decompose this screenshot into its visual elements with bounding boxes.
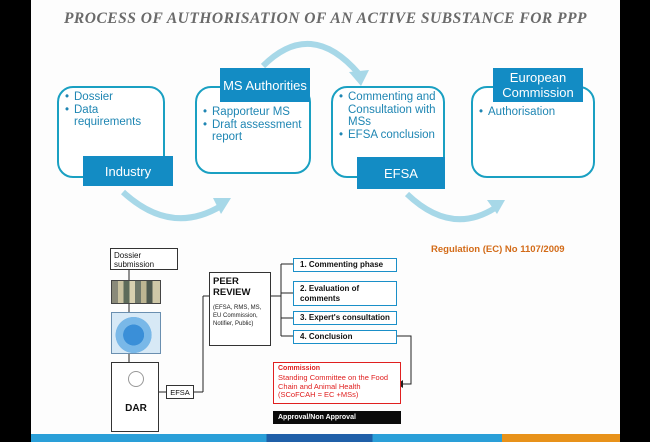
bullet-rapporteur-ms: Rapporteur MS: [203, 106, 309, 119]
slide: PROCESS OF AUTHORISATION OF AN ACTIVE SU…: [31, 0, 620, 442]
commission-body: Standing Committee on the Food Chain and…: [278, 373, 389, 399]
bullet-efsa-conclusion: EFSA conclusion: [339, 129, 443, 142]
peer-review-title: PEER REVIEW: [213, 276, 251, 298]
box-commission: Commission Standing Committee on the Foo…: [273, 362, 401, 404]
dar-emblem-icon: [128, 371, 144, 387]
slide-title: PROCESS OF AUTHORISATION OF AN ACTIVE SU…: [63, 10, 588, 27]
box-efsa: EFSA: [166, 385, 194, 399]
arc-arrowhead-efsa-ec: [487, 200, 505, 214]
label-ms-authorities: MS Authorities: [220, 68, 310, 102]
arc-arrowhead-ms-efsa: [349, 70, 369, 86]
bullet-authorisation: Authorisation: [479, 106, 593, 119]
bullet-data-requirements: Data requirements: [65, 104, 163, 129]
arc-arrow-ms-efsa: [260, 41, 362, 76]
dar-label: DAR: [125, 403, 147, 414]
label-industry: Industry: [83, 156, 173, 186]
dossier-submission-text: Dossier submission: [114, 251, 155, 269]
box-peer-review: PEER REVIEW (EFSA, RMS, MS, EU Commissio…: [209, 272, 271, 346]
label-european-commission: European Commission: [493, 68, 583, 102]
dossier-binders-image: [111, 280, 161, 304]
regulation-reference: Regulation (EC) No 1107/2009: [431, 244, 565, 255]
phase-evaluation-of-comments: 2. Evaluation of comments: [293, 281, 397, 306]
commission-title: Commission: [278, 365, 321, 372]
peer-review-members: (EFSA, RMS, MS, EU Commission, Notifier,…: [213, 305, 262, 327]
cycle-arrows: [120, 41, 505, 393]
label-efsa: EFSA: [357, 157, 445, 189]
bullet-draft-assessment-report: Draft assessment report: [203, 119, 309, 144]
bottom-color-bar: [31, 434, 620, 442]
arc-arrow-efsa-ec: [404, 191, 497, 223]
bullet-commenting-consultation: Commenting and Consultation with MSs: [339, 91, 443, 129]
approval-bar: Approval/Non Approval: [273, 411, 401, 424]
phase-commenting: 1. Commenting phase: [293, 258, 397, 272]
phase-experts-consultation: 3. Expert's consultation: [293, 311, 397, 325]
box-dossier-submission: Dossier submission: [110, 248, 178, 270]
phase-conclusion: 4. Conclusion: [293, 330, 397, 344]
dar-document: DAR: [111, 362, 159, 432]
bullet-dossier: Dossier: [65, 91, 163, 104]
connector-conclusion-commission: [397, 335, 412, 385]
europe-map-image: [111, 312, 161, 354]
arc-arrowhead-industry-ms: [213, 198, 231, 214]
arc-arrow-industry-ms: [120, 189, 223, 222]
